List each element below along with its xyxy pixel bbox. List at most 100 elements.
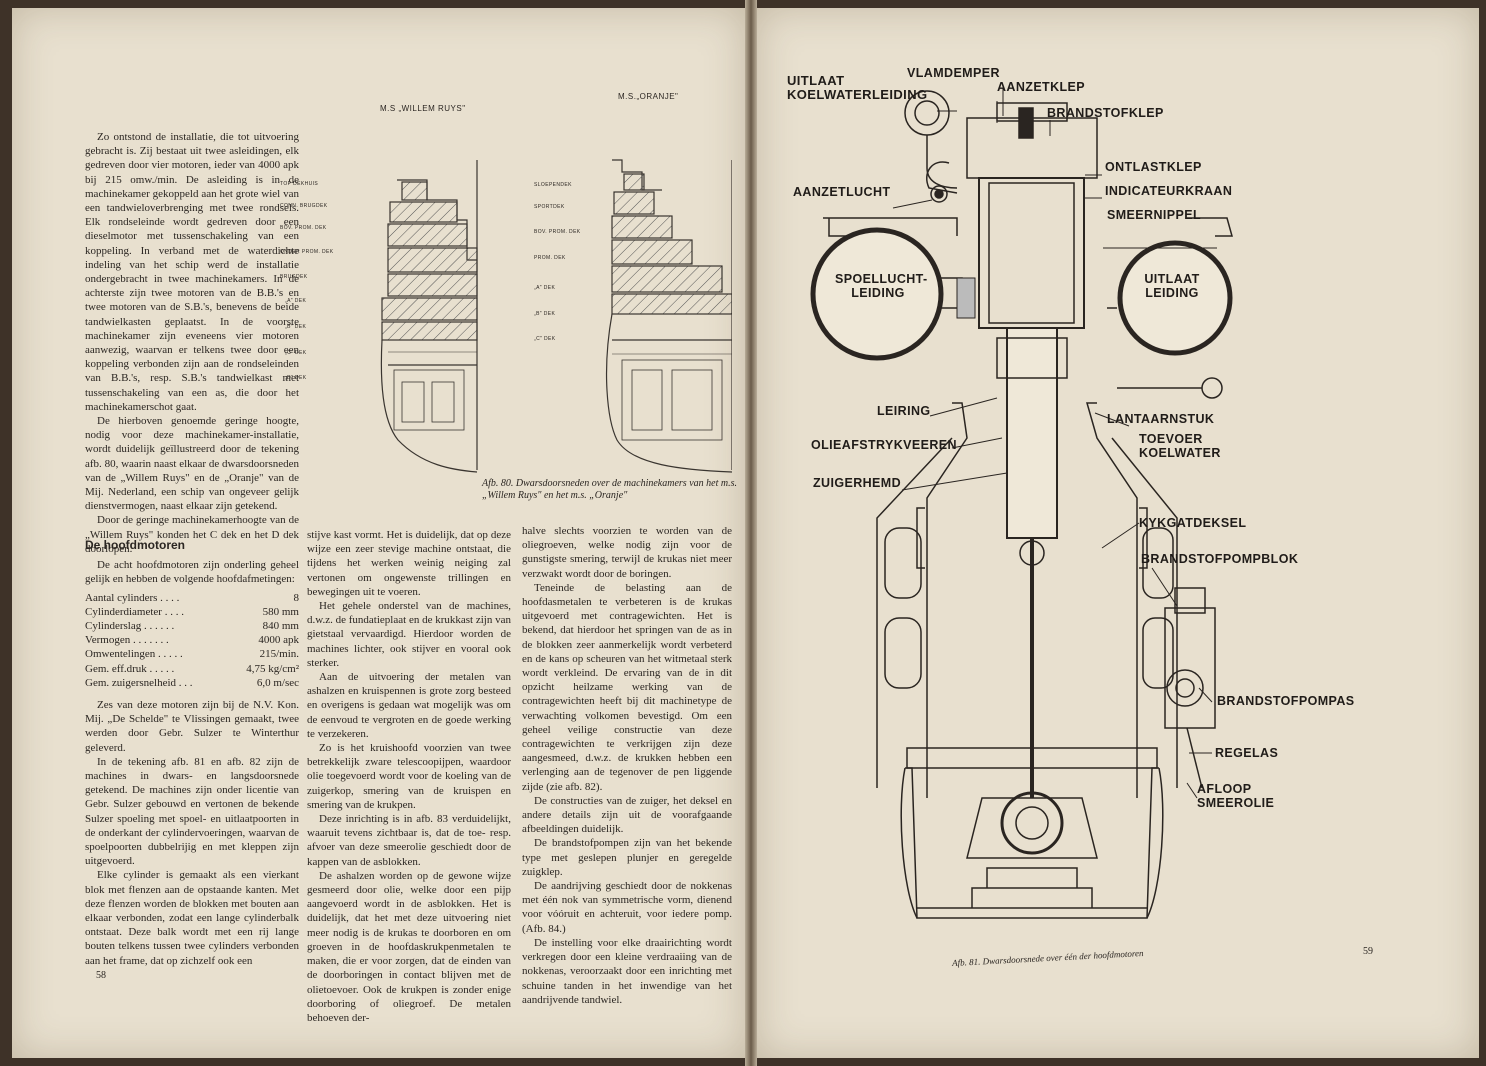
section-heading: De hoofdmotoren	[85, 538, 185, 552]
dimension-label: Cylinderslag . . . . . .	[85, 620, 175, 633]
book-gutter	[745, 0, 757, 1066]
deck-label-left: „C" DEK	[285, 350, 307, 356]
paragraph: De brandstofpompen zijn van het bekende …	[522, 837, 732, 878]
paragraph: In de tekening afb. 81 en afb. 82 zijn d…	[85, 755, 299, 868]
paragraph: De instelling voor elke draairichting wo…	[522, 936, 732, 1006]
deck-label-left: ONDER PROM. DEK	[280, 249, 334, 255]
label-line: AFLOOP	[1197, 782, 1252, 796]
label-line: LEIDING	[1145, 286, 1199, 300]
deck-label-right: SPORTDEK	[534, 204, 565, 210]
column-2: stijve kast vormt. Het is duidelijk, dat…	[307, 528, 511, 1025]
dimension-label: Gem. zuigersnelheid . . .	[85, 676, 193, 689]
label-line: UITLAAT	[1144, 272, 1200, 286]
table-row: Gem. eff.druk . . . . . 4,75 kg/cm²	[85, 662, 299, 676]
deck-label-left: „D" DEK	[285, 375, 307, 381]
label-smeernippel: SMEERNIPPEL	[1107, 208, 1201, 222]
deck-label-right: PROM. DEK	[534, 255, 566, 261]
label-line: LEIDING	[851, 286, 905, 300]
table-row: Cylinderslag . . . . . . 840 mm	[85, 619, 299, 633]
label-lantaarnstuk: LANTAARNSTUK	[1107, 412, 1215, 426]
paragraph: Zes van deze motoren zijn bij de N.V. Ko…	[85, 699, 299, 754]
paragraph: halve slechts voorzien te worden van de …	[522, 525, 732, 580]
right-page: UITLAAT KOELWATERLEIDING VLAMDEMPER AANZ…	[757, 8, 1479, 1058]
table-row: Gem. zuigersnelheid . . . 6,0 m/sec	[85, 676, 299, 690]
column-1: De hoofdmotoren De acht hoofdmotoren zij…	[85, 530, 299, 968]
dimension-label: Aantal cylinders . . . .	[85, 591, 180, 604]
paragraph: Elke cylinder is gemaakt als een vierkan…	[85, 869, 299, 967]
paragraph: Het gehele onderstel van de machines, d.…	[307, 600, 511, 669]
label-line: KOELWATER	[1139, 446, 1221, 460]
deck-label-left: CONN. BRUGDEK	[280, 203, 328, 209]
intro-paragraph-1: Zo ontstond de installatie, die tot uitv…	[85, 131, 299, 413]
label-uitlaat-leiding: UITLAAT LEIDING	[1137, 272, 1207, 300]
paragraph: Deze inrichting is in afb. 83 verduideli…	[307, 813, 511, 868]
label-line: SMEEROLIE	[1197, 796, 1275, 810]
label-line: TOEVOER	[1139, 432, 1203, 446]
dimension-value: 8	[293, 591, 300, 604]
table-row: Omwentelingen . . . . . 215/min.	[85, 647, 299, 661]
deck-label-left: BRUGDEK	[280, 274, 308, 280]
label-ontlastklep: ONTLASTKLEP	[1105, 160, 1202, 174]
label-toevoer-koelwater: TOEVOER KOELWATER	[1139, 432, 1221, 460]
intro-paragraph-3: Door de geringe machinekamerhoogte van d…	[85, 514, 299, 555]
dimension-label: Vermogen . . . . . . .	[85, 634, 169, 647]
deck-label-right: „C" DEK	[534, 336, 556, 342]
label-zuigerhemd: ZUIGERHEMD	[813, 476, 902, 490]
label-kykgatdeksel: KYKGATDEKSEL	[1139, 516, 1247, 530]
label-line: UITLAAT	[787, 73, 845, 88]
deck-label-left: BOV. PROM. DEK	[280, 225, 327, 231]
label-indicateurkraan: INDICATEURKRAAN	[1105, 184, 1233, 198]
paragraph: stijve kast vormt. Het is duidelijk, dat…	[307, 529, 511, 598]
paragraph: Aan de uitvoering der metalen van ashalz…	[307, 671, 511, 740]
label-vlamdemper: VLAMDEMPER	[907, 66, 1000, 80]
label-brandstofpompblok: BRANDSTOFPOMPBLOK	[1141, 552, 1299, 566]
label-brandstofklep: BRANDSTOFKLEP	[1047, 106, 1164, 120]
deck-label-left: „B" DEK	[285, 324, 307, 330]
label-regelas: REGELAS	[1215, 746, 1279, 760]
dimension-value: 4000 apk	[258, 634, 299, 647]
dimensions-table: Aantal cylinders . . . . 8 Cylinderdiamet…	[85, 591, 299, 690]
paragraph: Teneinde de belasting aan de hoofdasmeta…	[522, 581, 732, 793]
label-leiring: LEIRING	[877, 404, 931, 418]
dimension-value: 840 mm	[262, 620, 299, 633]
deck-label-left: „A" DEK	[285, 298, 307, 304]
label-line: SPOELLUCHT-	[835, 272, 928, 286]
dimension-value: 215/min.	[259, 648, 299, 661]
dimension-value: 580 mm	[262, 605, 299, 618]
deck-label-left: TOP DEKHUIS	[280, 181, 319, 187]
engine-cross-section-drawing	[810, 88, 1233, 919]
ship-cross-section-drawing	[380, 159, 732, 473]
left-page: Zo ontstond de installatie, die tot uitv…	[12, 8, 745, 1058]
figure-80-title-left: M.S „WILLEM RUYS"	[380, 104, 466, 113]
figure-80-caption: Afb. 80. Dwarsdoorsneden over de machine…	[482, 478, 737, 501]
dimension-value: 4,75 kg/cm²	[246, 662, 299, 675]
label-aanzetlucht: AANZETLUCHT	[793, 185, 891, 199]
deck-label-right: „A" DEK	[534, 285, 556, 291]
paragraph: Zo is het kruishoofd voorzien van twee b…	[307, 742, 511, 811]
column-3: halve slechts voorzien te worden van de …	[522, 524, 732, 1007]
paragraph: De aandrijving geschiedt door de nokkena…	[522, 880, 732, 935]
deck-label-right: SLOEPENDEK	[534, 182, 572, 188]
label-aanzetklep: AANZETKLEP	[997, 80, 1086, 94]
paragraph: De constructies van de zuiger, het dekse…	[522, 794, 732, 836]
label-brandstofpompas: BRANDSTOFPOMPAS	[1217, 694, 1355, 708]
label-afloop-smeerolie: AFLOOP SMEEROLIE	[1197, 782, 1274, 810]
intro-column: Zo ontstond de installatie, die tot uitv…	[85, 130, 299, 556]
figure-80-title-right: M.S.„ORANJE"	[618, 92, 679, 101]
dimension-label: Omwentelingen . . . . .	[85, 648, 183, 661]
dimension-label: Gem. eff.druk . . . . .	[85, 662, 175, 675]
paragraph: De ashalzen worden op de gewone wijze ge…	[307, 869, 511, 1024]
table-row: Vermogen . . . . . . . 4000 apk	[85, 633, 299, 647]
table-row: Aantal cylinders . . . . 8	[85, 591, 299, 605]
deck-label-right: BOV. PROM. DEK	[534, 229, 581, 235]
deck-label-right: „B" DEK	[534, 311, 556, 317]
label-spoellucht-leiding: SPOELLUCHT- LEIDING	[835, 272, 928, 300]
intro-paragraph-2: De hierboven genoemde geringe hoogte, no…	[85, 415, 299, 513]
table-row: Cylinderdiameter . . . . 580 mm	[85, 605, 299, 619]
dimension-value: 6,0 m/sec	[256, 676, 299, 689]
label-line: KOELWATERLEIDING	[787, 87, 928, 102]
dimension-label: Cylinderdiameter . . . .	[85, 605, 184, 618]
label-uitlaat-koelwaterleiding: UITLAAT KOELWATERLEIDING	[787, 74, 928, 102]
page-number-left: 58	[96, 970, 106, 981]
page-number-right: 59	[1363, 946, 1373, 957]
